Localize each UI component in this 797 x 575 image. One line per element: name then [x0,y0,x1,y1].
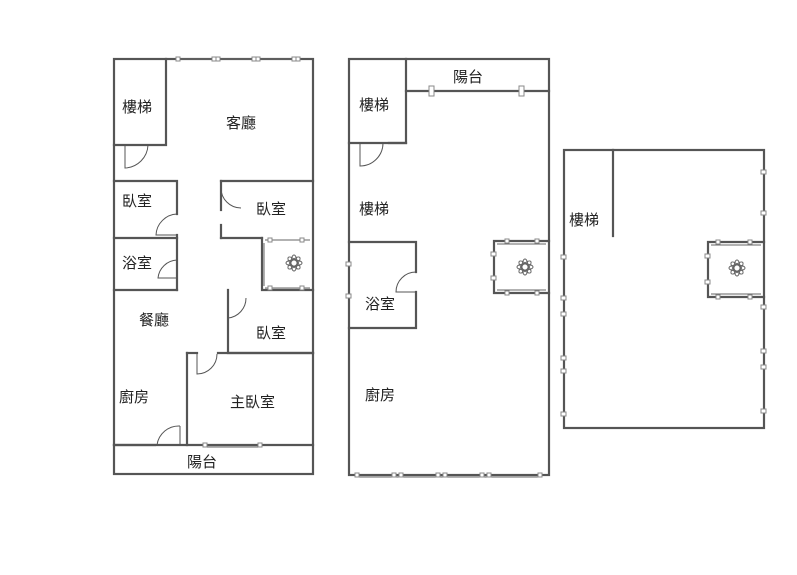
f2-stairs-a-label: 樓梯 [359,96,389,114]
floor-1-plan: 樓梯 客廳 臥室 臥室 浴室 餐廳 臥室 廚房 主臥室 陽台 [112,56,315,476]
f1-balcony-label: 陽台 [187,453,217,471]
f2-bathroom-label: 浴室 [365,295,395,313]
f1-master-bedroom-label: 主臥室 [230,393,275,411]
plant-icon [516,258,534,276]
floor-3-plan: 樓梯 [560,148,767,430]
f1-stairs-label: 樓梯 [122,98,152,116]
f1-dining-room-label: 餐廳 [139,311,169,329]
floor-2-plan: 陽台 樓梯 樓梯 浴室 廚房 [345,57,551,478]
f1-kitchen-label: 廚房 [119,388,149,406]
f1-bedroom-b-label: 臥室 [256,200,286,218]
f2-balcony-label: 陽台 [453,68,483,86]
plant-icon [285,254,303,272]
f1-bedroom-c-label: 臥室 [256,324,286,342]
windows-top-f1 [175,56,301,62]
f1-bathroom-label: 浴室 [122,254,152,272]
plant-icon [728,259,746,277]
f3-stairs-label: 樓梯 [569,211,599,229]
f2-stairs-b-label: 樓梯 [359,200,389,218]
f2-kitchen-label: 廚房 [365,386,395,404]
f1-bedroom-a-label: 臥室 [122,192,152,210]
f1-living-room-label: 客廳 [226,114,256,132]
